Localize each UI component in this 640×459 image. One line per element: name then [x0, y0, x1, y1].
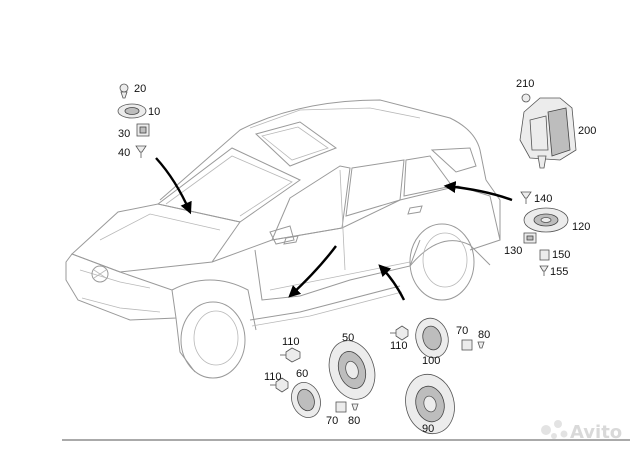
pointer-arrows [155, 157, 513, 301]
screw-icon [119, 83, 129, 99]
speaker-icon [405, 373, 455, 435]
callout-110-c: 110 [264, 371, 282, 383]
speaker-icon [328, 340, 376, 400]
avito-logo-icon: Avito [541, 420, 622, 443]
callout-130: 130 [504, 245, 522, 257]
callout-70-b: 70 [326, 415, 338, 427]
callout-80-b: 80 [348, 415, 360, 427]
vehicle-outline [65, 99, 501, 379]
screw-icon [270, 377, 289, 393]
callout-40: 40 [118, 147, 130, 159]
clip-icon [136, 123, 150, 137]
callout-110-b: 110 [390, 340, 408, 352]
callout-210: 210 [516, 78, 534, 90]
screw-icon [520, 191, 532, 204]
bracket-icon [523, 232, 537, 244]
speaker-icon [415, 317, 449, 359]
speaker-icon [523, 207, 569, 233]
arrow-icon [288, 245, 337, 298]
callout-10: 10 [148, 106, 160, 118]
screw-icon [280, 347, 301, 363]
part-group-door-speakers [270, 317, 485, 435]
watermark-text: Avito [570, 422, 622, 443]
clip-icon [461, 339, 485, 351]
callout-30: 30 [118, 128, 130, 140]
amplifier-icon [519, 97, 577, 169]
callout-110-a: 110 [282, 336, 300, 348]
callout-60: 60 [296, 368, 308, 380]
callout-140: 140 [534, 193, 552, 205]
callout-20: 20 [134, 83, 146, 95]
screw-icon [539, 265, 549, 276]
part-group-amplifier [519, 93, 577, 169]
part-group-dash-speaker [117, 83, 150, 158]
callout-150: 150 [552, 249, 570, 261]
clip-icon [539, 249, 550, 261]
callout-70-a: 70 [456, 325, 468, 337]
callout-100: 100 [422, 355, 440, 367]
clip-icon [335, 401, 359, 413]
screw-icon [390, 325, 409, 341]
callout-155: 155 [550, 266, 568, 278]
arrow-icon [443, 181, 513, 202]
callout-90: 90 [422, 423, 434, 435]
speaker-icon [117, 103, 147, 119]
callout-labels: 20 10 30 40 210 200 140 120 130 150 155 … [118, 78, 596, 435]
part-group-rear-speaker [520, 191, 569, 276]
callout-80-a: 80 [478, 329, 490, 341]
callout-120: 120 [572, 221, 590, 233]
screw-icon [135, 145, 147, 158]
arrow-icon [378, 264, 406, 301]
speaker-icon [291, 382, 321, 418]
arrow-icon [155, 157, 192, 215]
callout-50: 50 [342, 332, 354, 344]
callout-200: 200 [578, 125, 596, 137]
nut-icon [521, 93, 531, 103]
